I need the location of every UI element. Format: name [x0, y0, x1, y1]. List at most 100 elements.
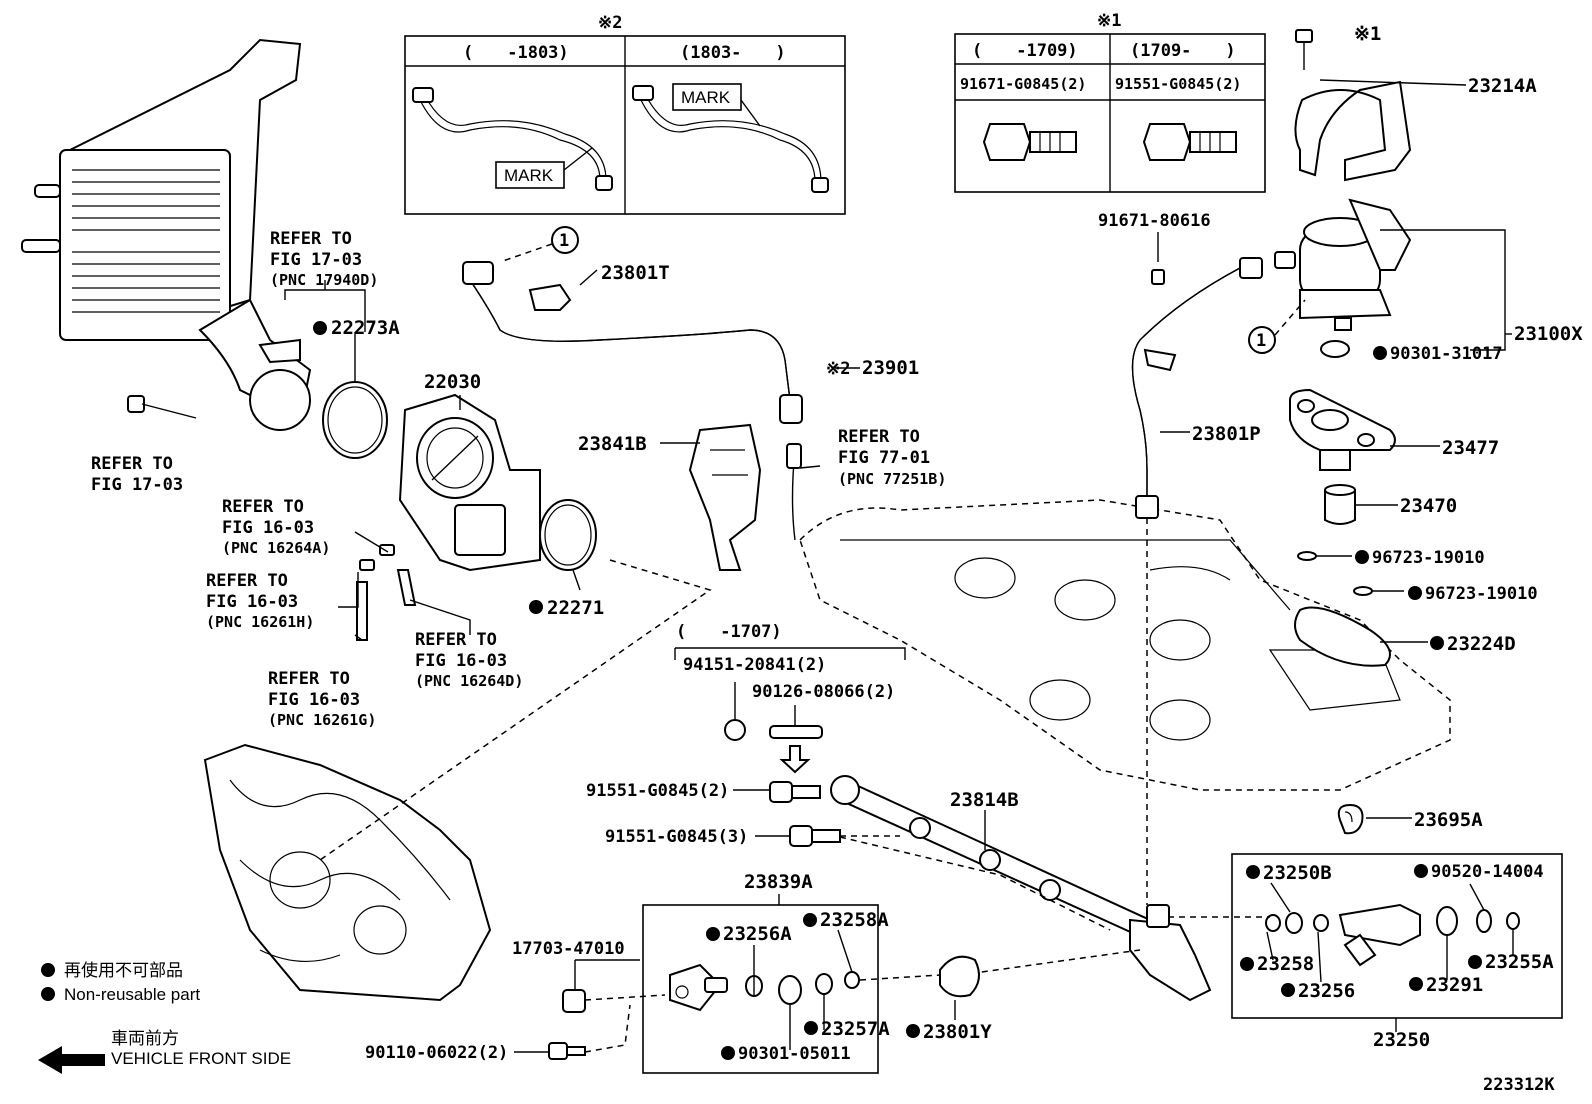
label-23839A: 23839A [744, 871, 813, 893]
label-90520-14004: 90520-14004 [1431, 862, 1544, 882]
figure-code: 223312K [1483, 1075, 1555, 1095]
svg-text:1: 1 [559, 231, 569, 251]
note1-col1-part: 91671-G0845(2) [960, 75, 1086, 93]
note1-col2-part: 91551-G0845(2) [1115, 75, 1241, 93]
ref-17940D-line3: (PNC 17940D) [270, 271, 378, 289]
bolt-94151-icon [724, 719, 746, 741]
label-17703-47010: 17703-47010 [512, 939, 625, 959]
label-23224D: 23224D [1447, 633, 1516, 655]
label-23258: 23258 [1257, 953, 1314, 975]
leader-lines [284, 79, 1514, 1053]
ref-circle-1a: 1 [499, 226, 579, 263]
reference-labels: REFER TO FIG 17-03 (PNC 17940D) REFER TO… [91, 229, 946, 729]
throttle-body-drawing [356, 393, 541, 641]
ref-16264D-line3: (PNC 16264D) [415, 672, 523, 690]
intercooler-drawing [21, 38, 312, 431]
label-91551-g0845-2: 91551-G0845(2) [586, 781, 729, 801]
label-23257A: 23257A [821, 1018, 890, 1040]
gasket-22273A-inner [327, 386, 383, 454]
label-23214A: 23214A [1468, 75, 1537, 97]
injector-drawing [1338, 903, 1421, 967]
front-arrow-icon [38, 1046, 105, 1074]
label-23291: 23291 [1426, 974, 1483, 996]
label-91671-80616: 91671-80616 [1098, 211, 1211, 231]
note2-mark-label-1: MARK [504, 166, 554, 185]
label-23695A: 23695A [1414, 809, 1483, 831]
note2-col1-header: ( -1803) [463, 43, 569, 63]
label-23801T: 23801T [601, 262, 670, 284]
label-90110-06022: 90110-06022(2) [365, 1043, 508, 1063]
legend-front-en: VEHICLE FRONT SIDE [111, 1049, 291, 1068]
non-reusable-dot [529, 600, 543, 614]
note2-mark: ※2 [598, 13, 622, 33]
ref-1703-line2: FIG 17-03 [91, 475, 183, 495]
fuel-pipe-23901-drawing [462, 261, 803, 424]
ref-17940D-line2: FIG 17-03 [270, 250, 362, 270]
label-23801P: 23801P [1192, 423, 1261, 445]
ref-16264D-line1: REFER TO [415, 630, 497, 650]
ref-16264D-line2: FIG 16-03 [415, 651, 507, 671]
o-ring-23258A-drawing [844, 971, 860, 989]
non-reusable-dot [804, 1021, 818, 1035]
arrow-down-icon [779, 745, 811, 774]
label-23470: 23470 [1400, 495, 1457, 517]
bolt-91551-3-icon [789, 825, 841, 847]
legend-front-jp: 車両前方 [111, 1029, 179, 1048]
label-94151-20841: 94151-20841(2) [683, 655, 826, 675]
label-23256: 23256 [1298, 980, 1355, 1002]
label-22273A: 22273A [331, 317, 400, 339]
ring-23255A-drawing [1506, 912, 1520, 930]
note1-mark: ※1 [1097, 11, 1121, 31]
note1-col2-header: (1709- ) [1130, 41, 1236, 61]
non-reusable-dot [1408, 586, 1422, 600]
label-23250B: 23250B [1263, 862, 1332, 884]
label-90126-08066: 90126-08066(2) [752, 682, 895, 702]
legend-en: Non-reusable part [64, 985, 200, 1004]
o-ring-96723-b-drawing [1353, 586, 1373, 596]
non-reusable-dot [1246, 865, 1260, 879]
o-ring-23257A-drawing [815, 973, 833, 995]
gasket-22271-drawing [539, 499, 597, 571]
flange-bolt-icon-2 [1142, 123, 1237, 161]
note2-col2-header: (1803- ) [680, 43, 786, 63]
ref-16261H-line2: FIG 16-03 [206, 592, 298, 612]
label-23901: 23901 [862, 357, 919, 379]
gasket-22271-inner [544, 504, 592, 566]
ref-16264A-line1: REFER TO [222, 497, 304, 517]
ref-77251B-line3: (PNC 77251B) [838, 470, 946, 488]
bolt-91551-2-icon [769, 781, 821, 803]
non-reusable-dot [1373, 346, 1387, 360]
protector-23841B-drawing [688, 423, 762, 571]
ref-16261H-line1: REFER TO [206, 571, 288, 591]
label-23901-note: ※2 [826, 359, 850, 379]
non-reusable-dot [803, 913, 817, 927]
ref-16261G-line1: REFER TO [268, 669, 350, 689]
ring-23258-drawing [1265, 914, 1281, 932]
note2-mark-label-2: MARK [681, 88, 731, 107]
non-reusable-dot [706, 927, 720, 941]
non-reusable-dot [1468, 955, 1482, 969]
ref-77251B-line2: FIG 77-01 [838, 448, 930, 468]
o-ring-96723-a-drawing [1297, 551, 1317, 561]
pressure-sensor-drawing [669, 963, 728, 1012]
part-labels: ※1 23214A 91671-80616 23100X 90301-31017… [313, 23, 1583, 1064]
non-reusable-dot [721, 1046, 735, 1060]
legend-jp: 再使用不可部品 [64, 960, 183, 980]
non-reusable-dot [313, 321, 327, 335]
kit-23839A-box [642, 904, 879, 1074]
label-22271: 22271 [547, 597, 604, 619]
ring-23250B-drawing [1285, 912, 1303, 934]
note1-box: ※1 ( -1709) (1709- ) 91671-G0845(2) 9155… [954, 11, 1266, 193]
fuel-rail-23814B-drawing [830, 775, 1212, 1002]
non-reusable-dot-icon [41, 963, 55, 977]
ref-1703-line1: REFER TO [91, 454, 173, 474]
note1-col1-header: ( -1709) [972, 41, 1078, 61]
note2-box: ※2 ( -1803) (1803- ) MARK MARK [404, 13, 846, 215]
ring-90520-drawing [1476, 909, 1492, 933]
cylinder-head-cover-drawing [799, 499, 1451, 791]
bolt-17703-icon [562, 989, 586, 1013]
ref-77251B-line1: REFER TO [838, 427, 920, 447]
fuel-pipe-23801P-drawing [1131, 257, 1263, 519]
ref-17940D-line1: REFER TO [270, 229, 352, 249]
